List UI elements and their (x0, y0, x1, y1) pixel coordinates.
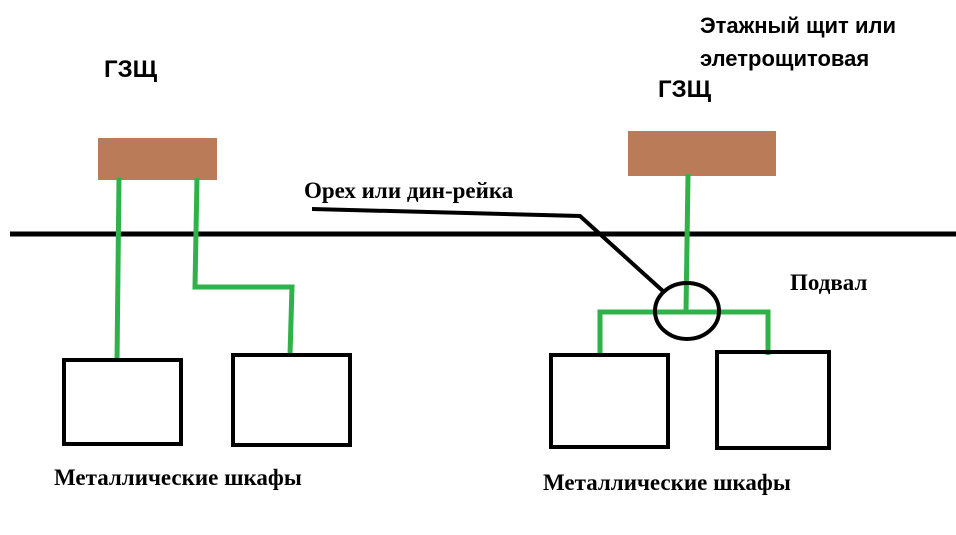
cabinet-left-1 (62, 358, 183, 446)
gzsh-label-left: ГЗЩ (104, 56, 158, 83)
floor-panel-label-line2: элетрощитовая (700, 46, 870, 71)
floor-panel-label-line1: Этажный щит или (700, 13, 896, 38)
gzsh-panel-right (628, 131, 776, 176)
wire-right-main (683, 173, 691, 313)
cabinets-label-left: Металлические шкафы (54, 465, 302, 490)
wire-right-branch (597, 309, 771, 355)
gzsh-panel-left (98, 138, 217, 180)
cabinet-left-2 (231, 353, 352, 447)
rail-label: Орех или дин-рейка (304, 178, 514, 203)
rail-marker-circle (653, 281, 721, 341)
cabinet-right-2 (715, 350, 831, 450)
rail-pointer-line (311, 207, 666, 294)
gzsh-label-right: ГЗЩ (658, 76, 712, 103)
cabinet-right-1 (549, 353, 670, 449)
basement-label: Подвал (790, 270, 868, 295)
wire-left-2 (192, 177, 295, 356)
wire-left-1 (114, 177, 122, 363)
cabinets-label-right: Металлические шкафы (543, 470, 791, 495)
